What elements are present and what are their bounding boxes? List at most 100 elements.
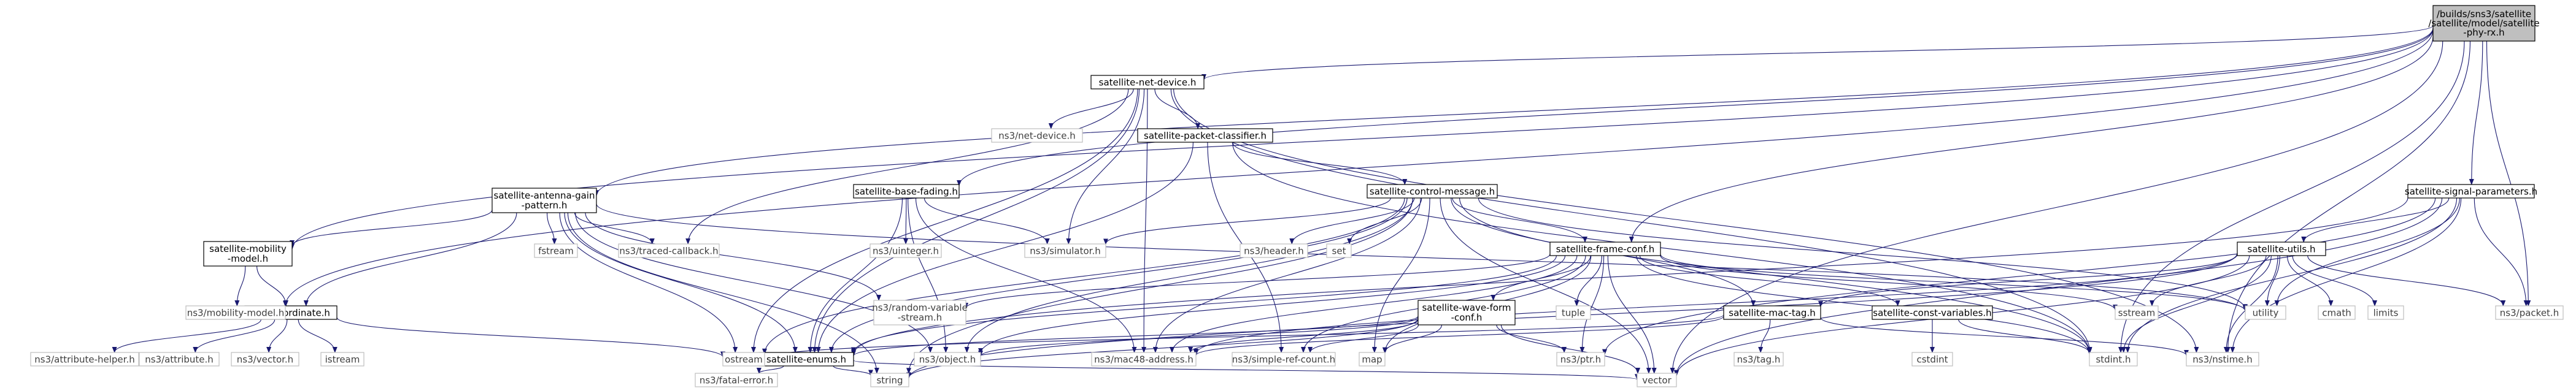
edge-utils-to-limits bbox=[2292, 255, 2377, 306]
edge-utils-to-mactag bbox=[1818, 254, 2238, 308]
node-ostream: ostream bbox=[722, 352, 765, 367]
edge-ctrlmsg-to-vector bbox=[1440, 197, 1651, 374]
node-attrhelper: ns3/attribute-helper.h bbox=[30, 352, 139, 367]
edge-enums-to-fatalerror bbox=[756, 365, 784, 374]
node-attribute-label: ns3/attribute.h bbox=[145, 354, 214, 365]
node-tuple-label: tuple bbox=[1562, 308, 1585, 319]
node-tag-box bbox=[1733, 352, 1784, 367]
node-limits-label: limits bbox=[2374, 308, 2399, 319]
node-antenna-label: satellite-antenna-gain-pattern.h bbox=[494, 190, 595, 211]
node-mobility[interactable]: satellite-mobility-model.h bbox=[203, 241, 293, 267]
edge-netdev-to-netdevice bbox=[1048, 88, 1134, 129]
node-simulator-box bbox=[1024, 243, 1106, 258]
node-packet-box bbox=[2495, 305, 2564, 320]
node-basefading[interactable]: satellite-base-fading.h bbox=[853, 184, 960, 199]
node-nstime: ns3/nstime.h bbox=[2186, 352, 2259, 367]
node-enums[interactable]: satellite-enums.h bbox=[758, 352, 854, 367]
node-constvars-label: satellite-const-variables.h bbox=[1873, 308, 1991, 319]
node-utils[interactable]: satellite-utils.h bbox=[2237, 242, 2326, 256]
node-vectorh: ns3/vector.h bbox=[231, 352, 299, 367]
edge-netdev-to-tracedcb bbox=[685, 88, 1129, 245]
node-frameconf[interactable]: satellite-frame-conf.h bbox=[1549, 242, 1661, 256]
edge-frameconf-to-randvar bbox=[963, 254, 1551, 309]
node-istream-box bbox=[320, 352, 364, 367]
node-mactag[interactable]: satellite-mac-tag.h bbox=[1723, 305, 1821, 320]
node-tracedcb-box bbox=[618, 243, 720, 258]
edge-root-to-frameconf bbox=[1629, 36, 2434, 243]
edge-waveform-to-vector bbox=[1500, 324, 1640, 374]
node-cmath-label: cmath bbox=[2322, 308, 2351, 319]
node-stdint-label: stdint.h bbox=[2096, 354, 2131, 365]
node-uinteger-box bbox=[870, 243, 942, 258]
edge-geocoord-to-attribute bbox=[193, 319, 276, 353]
node-vector: vector bbox=[1637, 373, 1677, 387]
node-attribute-box bbox=[139, 352, 220, 367]
edge-antenna-to-ostream bbox=[559, 212, 738, 353]
edge-root-to-basefading bbox=[957, 28, 2434, 186]
edge-mactag-to-tag bbox=[1758, 319, 1771, 353]
node-map-box bbox=[1359, 352, 1386, 367]
node-vector-box bbox=[1637, 373, 1677, 387]
edge-ctrlmsg-to-map bbox=[1371, 197, 1430, 353]
edge-frameconf-to-object bbox=[978, 255, 1566, 354]
node-root[interactable]: /builds/sns3/satellite/satellite/model/s… bbox=[2428, 5, 2540, 42]
node-antenna-box bbox=[492, 188, 597, 213]
edge-frameconf-to-enums bbox=[851, 255, 1557, 354]
node-fstream: fstream bbox=[534, 243, 578, 258]
node-sigparams[interactable]: satellite-signal-parameters.h bbox=[2405, 184, 2537, 199]
node-mac48: ns3/mac48-address.h bbox=[1091, 352, 1197, 367]
node-object-label: ns3/object.h bbox=[919, 354, 976, 365]
edge-waveform-to-ptr bbox=[1496, 324, 1567, 353]
node-netdev-box bbox=[1090, 75, 1205, 89]
node-netdevice: ns3/net-device.h bbox=[991, 128, 1083, 143]
edge-root-to-mobmodel bbox=[283, 29, 2434, 307]
node-antenna[interactable]: satellite-antenna-gain-pattern.h bbox=[492, 188, 597, 213]
node-mobmodel-label: ns3/mobility-model.h bbox=[187, 308, 285, 319]
edge-frameconf-to-constvars bbox=[1639, 255, 1900, 306]
node-set-label: set bbox=[1332, 246, 1346, 257]
edge-root-to-mobility bbox=[290, 28, 2434, 250]
edge-mobility-to-mobmodel bbox=[234, 265, 246, 306]
node-waveform-box bbox=[1417, 300, 1516, 325]
edge-classifier-to-ctrlmsg bbox=[1232, 142, 1408, 185]
node-nstime-label: ns3/nstime.h bbox=[2192, 354, 2252, 365]
node-sstream-label: sstream bbox=[2118, 308, 2155, 319]
node-waveform[interactable]: satellite-wave-form-conf.h bbox=[1417, 300, 1516, 325]
node-constvars-box bbox=[1872, 305, 1993, 320]
edge-waveform-to-map bbox=[1382, 324, 1443, 354]
edge-mobility-to-geocoord bbox=[256, 265, 288, 306]
edge-netdev-to-enums bbox=[812, 88, 1140, 353]
node-mobility-box bbox=[203, 241, 293, 267]
node-ctrlmsg[interactable]: satellite-control-message.h bbox=[1367, 184, 1498, 199]
node-netdev[interactable]: satellite-net-device.h bbox=[1090, 75, 1205, 89]
edge-antenna-to-mobility bbox=[290, 210, 493, 246]
edge-sigparams-to-nstime bbox=[2230, 197, 2462, 353]
node-constvars[interactable]: satellite-const-variables.h bbox=[1872, 305, 1993, 320]
edge-ctrlmsg-to-utility bbox=[1478, 197, 2248, 311]
edge-root-to-nstime bbox=[2225, 40, 2471, 353]
edge-enums-to-string bbox=[833, 365, 873, 376]
edge-mactag-to-ostream bbox=[762, 314, 1724, 359]
edge-waveform-to-simplerc bbox=[1308, 324, 1419, 353]
node-fatalerror: ns3/fatal-error.h bbox=[695, 373, 778, 387]
node-frameconf-label: satellite-frame-conf.h bbox=[1556, 244, 1654, 255]
node-enums-label: satellite-enums.h bbox=[766, 354, 846, 365]
node-tracedcb: ns3/traced-callback.h bbox=[618, 243, 720, 258]
node-mac48-label: ns3/mac48-address.h bbox=[1094, 354, 1194, 365]
edge-basefading-to-enums bbox=[808, 197, 903, 353]
edge-frameconf-to-utility bbox=[1660, 254, 2248, 311]
node-classifier[interactable]: satellite-packet-classifier.h bbox=[1137, 128, 1273, 143]
edge-mactag-to-nstime bbox=[1820, 317, 2189, 356]
edge-netdev-to-simulator bbox=[1066, 88, 1145, 245]
edge-antenna-to-tracedcb bbox=[574, 212, 655, 245]
edge-ctrlmsg-to-object bbox=[964, 197, 1413, 353]
edge-classifier-to-enums bbox=[816, 142, 1194, 353]
edge-utils-to-nstime bbox=[2223, 255, 2278, 353]
node-simulator: ns3/simulator.h bbox=[1024, 243, 1106, 258]
edge-frameconf-to-stdint bbox=[1636, 255, 2092, 355]
edge-ctrlmsg-to-frameconf bbox=[1452, 197, 1587, 243]
edge-waveform-to-string bbox=[906, 318, 1419, 379]
node-waveform-label: satellite-wave-form-conf.h bbox=[1422, 302, 1511, 323]
edge-frameconf-to-mac48 bbox=[1170, 255, 1578, 353]
node-basefading-box bbox=[853, 184, 960, 199]
